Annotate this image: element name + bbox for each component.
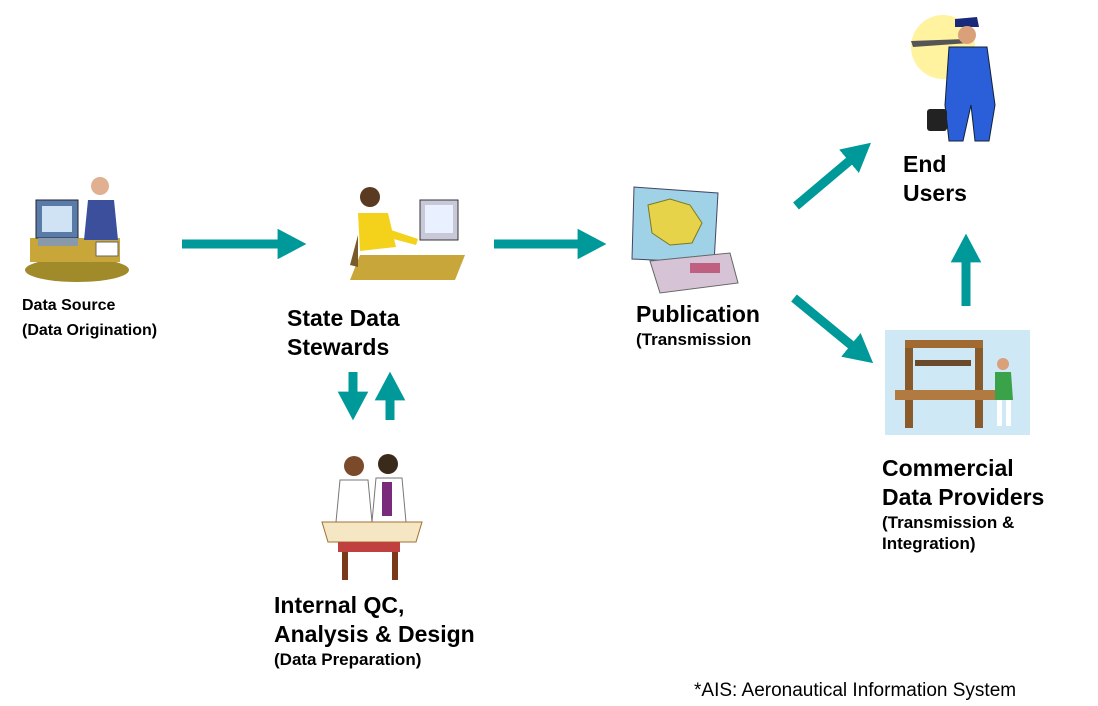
commercial-subtitle-2: Integration) [882, 533, 976, 553]
data-source-label: Data Source (Data Origination) [22, 296, 157, 341]
end-users-title-1: End [903, 151, 947, 177]
state-stewards-title-1: State Data [287, 305, 400, 331]
map-publication-icon [631, 186, 739, 294]
steward-at-computer-icon [350, 187, 465, 280]
pilot-end-user-icon [911, 15, 996, 142]
state-stewards-title-2: Stewards [287, 333, 390, 360]
arrow-publication-to-end-users [793, 142, 872, 210]
internal-qc-title-2: Analysis & Design [274, 620, 475, 647]
commercial-label: Commercial Data Providers (Transmission … [882, 454, 1044, 554]
arrow-publication-to-commercial [791, 294, 874, 364]
publication-subtitle: (Transmission [636, 329, 752, 349]
publication-title: Publication [636, 301, 760, 327]
footnote: *AIS: Aeronautical Information System [694, 680, 1017, 701]
state-stewards-label: State Data Stewards [287, 304, 399, 362]
internal-qc-subtitle: (Data Preparation) [274, 649, 422, 669]
end-users-label: End Users [903, 150, 967, 208]
printing-press-icon [885, 330, 1030, 435]
publication-label: Publication (Transmission [636, 300, 760, 350]
data-source-subtitle: (Data Origination) [22, 322, 158, 339]
analysts-at-table-icon [321, 454, 423, 580]
computer-user-icon [25, 177, 129, 282]
commercial-title-1: Commercial [882, 455, 1014, 481]
commercial-subtitle-1: (Transmission & [882, 512, 1015, 532]
internal-qc-label: Internal QC, Analysis & Design (Data Pre… [274, 591, 475, 670]
data-source-title: Data Source [22, 297, 116, 314]
internal-qc-title-1: Internal QC, [274, 592, 405, 618]
end-users-title-2: Users [903, 179, 967, 206]
commercial-title-2: Data Providers [882, 483, 1045, 510]
